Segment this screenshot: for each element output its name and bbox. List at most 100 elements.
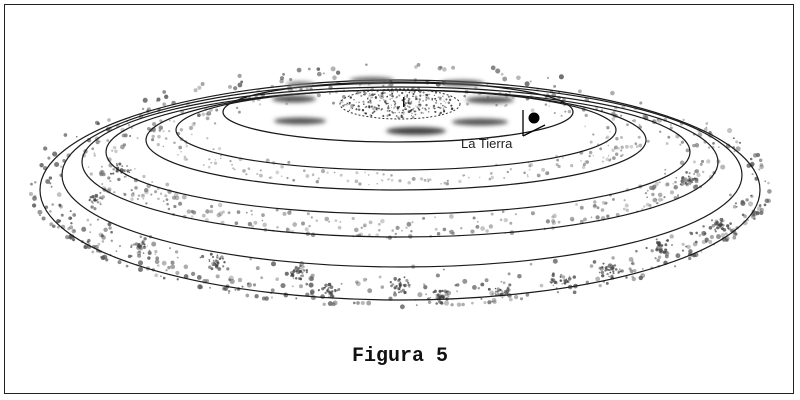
star-speck: [368, 105, 371, 108]
star-cluster-speck: [693, 173, 696, 175]
star-speck: [391, 92, 394, 95]
star-cluster-speck: [300, 274, 305, 278]
star-speck: [220, 157, 222, 160]
star-speck: [742, 220, 748, 226]
star-speck: [249, 257, 253, 261]
star-speck: [234, 221, 239, 225]
star-speck: [431, 99, 434, 101]
galaxy-ring-1: [39, 79, 761, 301]
star-speck: [695, 231, 698, 235]
star-speck: [759, 207, 765, 213]
star-speck: [354, 179, 359, 184]
star-speck: [256, 172, 259, 176]
star-speck: [390, 174, 393, 177]
star-cluster-speck: [324, 283, 328, 288]
star-speck: [324, 216, 330, 222]
star-speck: [425, 93, 429, 96]
star-speck: [337, 225, 342, 230]
star-speck: [246, 282, 252, 288]
star-speck: [406, 95, 409, 98]
star-cluster-speck: [214, 263, 217, 265]
star-speck: [49, 222, 54, 227]
star-cluster-speck: [401, 288, 405, 292]
star-speck: [732, 235, 737, 240]
star-speck: [450, 107, 454, 111]
star-speck: [395, 115, 398, 117]
star-speck: [500, 72, 504, 76]
star-speck: [735, 146, 741, 152]
star-cluster-speck: [446, 290, 449, 293]
star-cluster-speck: [619, 268, 621, 270]
star-speck: [428, 93, 430, 95]
star-speck: [506, 170, 509, 174]
star-speck: [656, 201, 659, 205]
star-speck: [585, 280, 589, 284]
star-speck: [421, 107, 424, 109]
star-speck: [390, 104, 392, 106]
star-speck: [401, 111, 404, 114]
star-speck: [251, 224, 255, 228]
star-speck: [764, 198, 770, 204]
star-speck: [685, 148, 690, 153]
star-speck: [387, 178, 389, 181]
star-speck: [605, 281, 609, 285]
star-speck: [316, 93, 321, 98]
star-speck: [235, 106, 239, 110]
star-cluster-speck: [711, 224, 715, 228]
star-speck: [391, 95, 394, 98]
star-speck: [631, 260, 634, 263]
star-speck: [569, 216, 575, 222]
star-speck: [445, 182, 449, 186]
star-speck: [434, 227, 438, 231]
star-speck: [525, 293, 530, 297]
star-speck: [394, 105, 397, 108]
star-speck: [145, 202, 148, 205]
star-speck: [353, 104, 355, 106]
star-speck: [167, 207, 171, 211]
star-speck: [679, 160, 685, 166]
star-speck: [605, 157, 610, 162]
star-speck: [96, 218, 100, 221]
star-speck: [100, 165, 103, 168]
star-speck: [597, 143, 599, 146]
star-speck: [408, 90, 411, 92]
star-speck: [444, 300, 449, 306]
star-speck: [97, 242, 101, 246]
star-speck: [308, 224, 311, 228]
star-speck: [316, 67, 321, 71]
star-cluster-speck: [552, 284, 555, 287]
star-speck: [418, 91, 422, 94]
star-speck: [150, 193, 153, 196]
star-speck: [33, 180, 37, 184]
star-speck: [365, 63, 368, 66]
star-speck: [549, 101, 551, 104]
star-speck: [168, 247, 172, 250]
star-speck: [753, 218, 756, 221]
star-speck: [404, 101, 407, 104]
star-speck: [229, 278, 235, 284]
star-speck: [694, 143, 700, 148]
star-speck: [199, 256, 202, 259]
star-cluster-speck: [438, 300, 442, 304]
star-speck: [197, 85, 202, 90]
star-speck: [499, 218, 503, 222]
star-cluster-speck: [134, 242, 139, 246]
star-speck: [657, 197, 663, 202]
star-speck: [81, 226, 87, 232]
star-speck: [424, 107, 427, 110]
star-speck: [349, 102, 351, 104]
star-speck: [599, 147, 603, 151]
star-speck: [303, 169, 306, 172]
star-speck: [83, 245, 87, 249]
star-speck: [270, 288, 275, 293]
star-speck: [233, 168, 236, 171]
star-speck: [245, 211, 248, 214]
star-speck: [330, 66, 336, 72]
star-speck: [154, 190, 158, 194]
star-speck: [282, 211, 287, 216]
star-speck: [418, 104, 420, 106]
star-cluster-speck: [214, 259, 218, 262]
star-speck: [348, 103, 351, 106]
star-speck: [745, 198, 749, 202]
star-speck: [355, 101, 357, 103]
